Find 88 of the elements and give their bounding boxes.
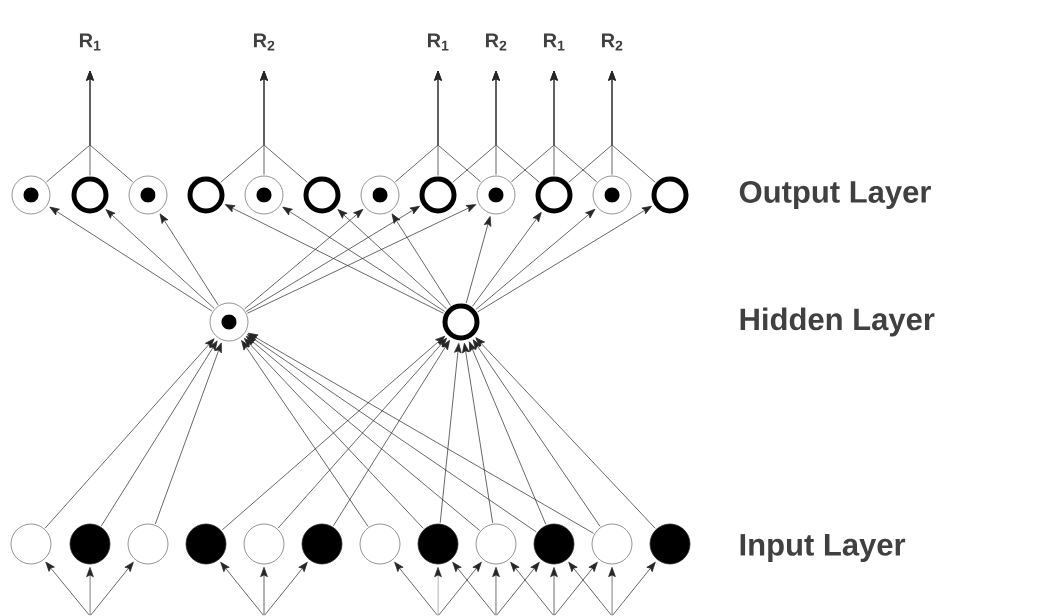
neuron-circle xyxy=(303,176,341,214)
arrow xyxy=(220,561,264,616)
neuron-circle xyxy=(591,523,633,565)
arrow xyxy=(391,213,451,306)
arrow xyxy=(244,209,364,310)
arrow xyxy=(475,337,656,529)
neuron-circle xyxy=(592,175,632,215)
arrow xyxy=(394,561,438,616)
neuron-circle xyxy=(71,176,109,214)
layer-label: Output Layer xyxy=(739,180,931,210)
arrow xyxy=(159,213,219,306)
neuron-circle xyxy=(69,523,111,565)
layer-label: Hidden Layer xyxy=(740,307,935,337)
arrow xyxy=(608,567,616,616)
output-label: R$_{1}$ xyxy=(428,33,449,51)
arrow xyxy=(247,334,537,533)
arrow xyxy=(496,561,540,616)
arrow xyxy=(434,70,481,183)
arrow xyxy=(477,205,652,313)
neuron-circle xyxy=(185,523,227,565)
arrow xyxy=(277,337,448,529)
arrow xyxy=(44,338,215,529)
neuron-circle xyxy=(442,303,480,341)
neuron-circle xyxy=(10,523,52,565)
arrow xyxy=(337,209,447,310)
arrow xyxy=(333,339,450,527)
neuron-circle xyxy=(360,175,400,215)
neuron-circle xyxy=(417,523,459,565)
neuron-circle xyxy=(243,523,285,565)
layer-label: Input Layer xyxy=(740,534,906,562)
arrow xyxy=(260,567,268,616)
arrow xyxy=(264,561,308,616)
arrow xyxy=(241,340,369,527)
neuron-circle xyxy=(127,523,169,565)
arrow xyxy=(472,212,542,307)
arrow xyxy=(439,343,462,524)
neuron-circle xyxy=(359,523,401,565)
arrow xyxy=(438,561,482,616)
arrow xyxy=(86,70,133,183)
arrow xyxy=(246,205,420,312)
arrow xyxy=(612,561,656,616)
neuron-circle xyxy=(244,175,284,215)
neuron-circle xyxy=(649,523,691,565)
arrow xyxy=(492,567,500,616)
arrow xyxy=(550,567,558,616)
arrow xyxy=(568,561,612,616)
neuron-circle xyxy=(476,175,516,215)
arrow xyxy=(465,216,492,304)
output-label: R$_{2}$ xyxy=(253,33,275,51)
arrow xyxy=(247,332,594,534)
arrow xyxy=(475,209,596,310)
arrow xyxy=(101,340,218,527)
arrow xyxy=(472,339,601,527)
arrow xyxy=(86,567,94,616)
arrow xyxy=(105,209,215,309)
arrow xyxy=(45,561,90,616)
output-label: R$_{1}$ xyxy=(544,33,565,51)
neuron-circle xyxy=(11,175,51,215)
arrow xyxy=(90,561,134,616)
arrow xyxy=(608,70,656,183)
arrow xyxy=(243,337,424,529)
neuron-circle xyxy=(209,302,249,342)
neuron-circle xyxy=(535,176,573,214)
arrow xyxy=(554,561,598,616)
arrow xyxy=(245,335,480,531)
output-label: R$_{1}$ xyxy=(79,33,101,51)
output-label: R$_{2}$ xyxy=(602,33,623,51)
output-label: R$_{2}$ xyxy=(486,33,507,51)
arrow xyxy=(221,335,446,531)
arrow xyxy=(452,561,496,616)
arrow xyxy=(550,70,597,183)
arrow xyxy=(154,342,222,525)
arrow xyxy=(224,204,444,314)
arrow xyxy=(492,70,540,183)
arrow xyxy=(510,561,554,616)
neuron-circle xyxy=(651,176,689,214)
arrow xyxy=(462,342,494,524)
arrow xyxy=(260,70,308,183)
arrow xyxy=(247,204,477,314)
arrow xyxy=(49,206,213,312)
neuron-circle xyxy=(533,523,575,565)
arrow xyxy=(468,341,547,525)
neuron-circle xyxy=(187,176,225,214)
arrow xyxy=(282,206,445,312)
neuron-circle xyxy=(301,523,343,565)
neuron-circle xyxy=(419,176,457,214)
neuron-circle xyxy=(475,523,517,565)
neuron-circle xyxy=(128,175,168,215)
